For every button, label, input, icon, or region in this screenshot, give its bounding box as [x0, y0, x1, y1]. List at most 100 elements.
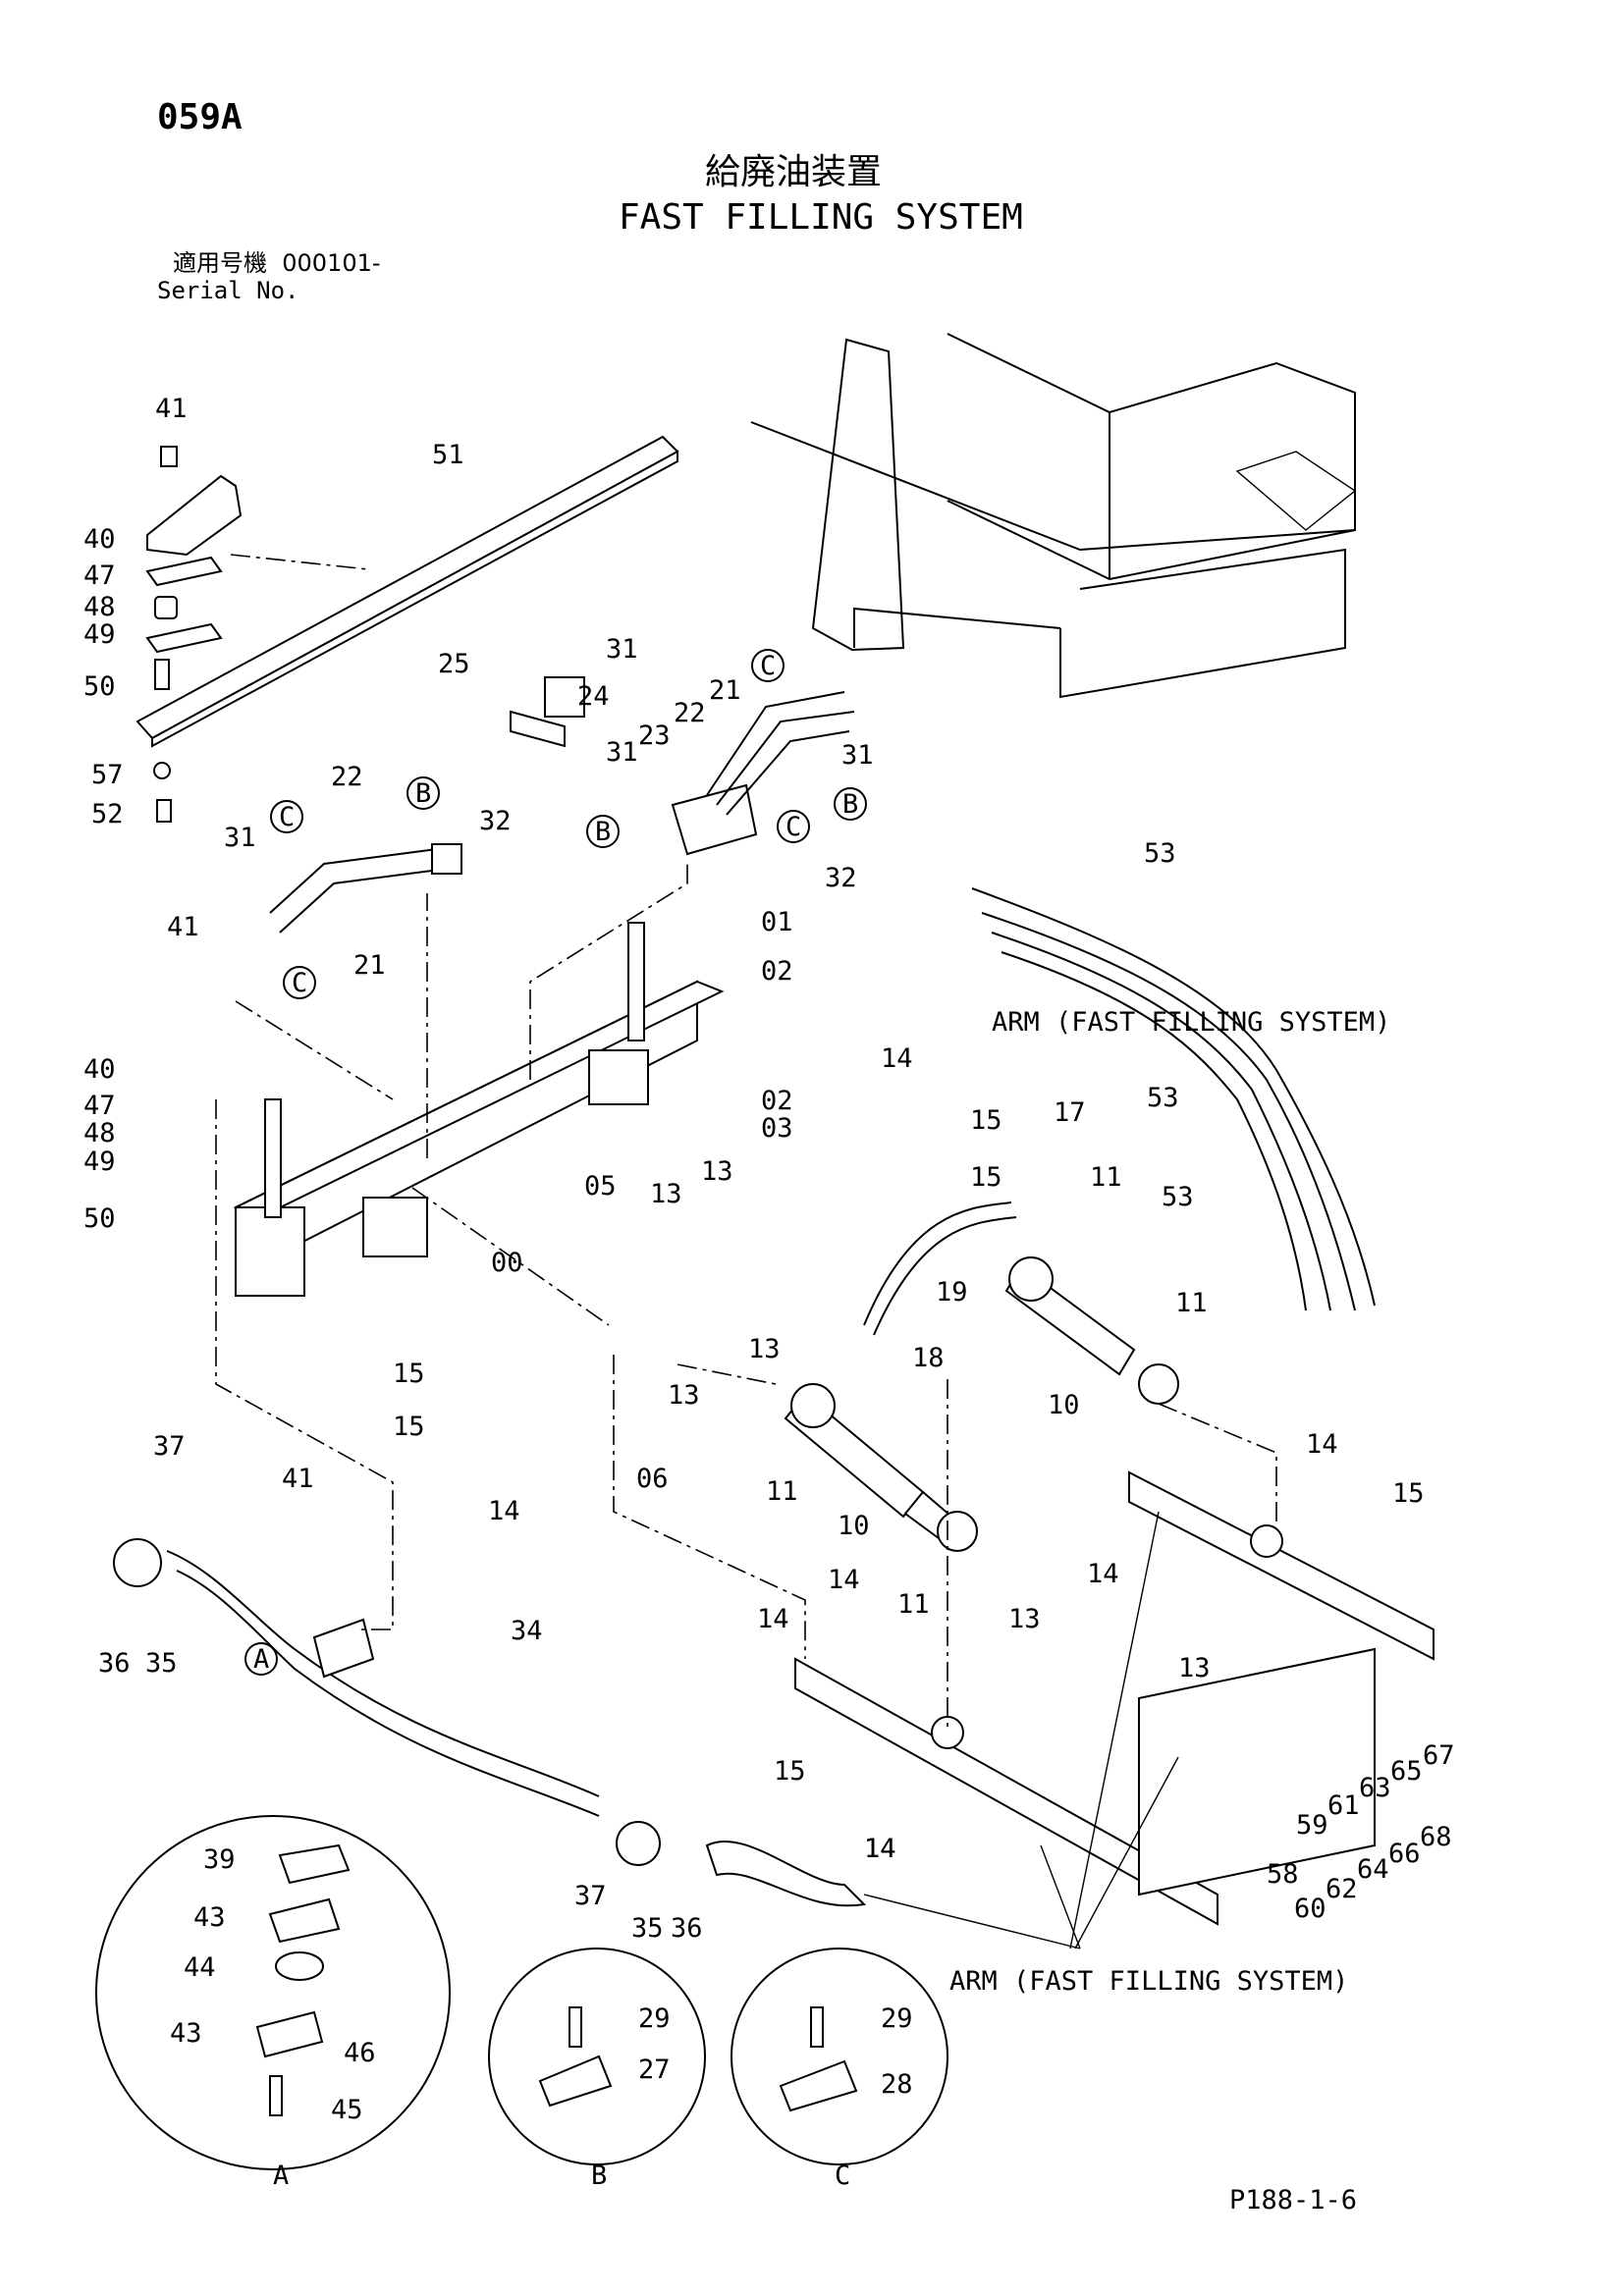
callout-39: 39 [203, 1844, 236, 1875]
callout-15: 15 [1392, 1478, 1425, 1509]
serial-number-value: 000101- [282, 249, 381, 277]
callout-11: 11 [1175, 1288, 1208, 1318]
page-reference: P188-1-6 [1229, 2185, 1358, 2216]
callout-44: 44 [184, 1952, 216, 1983]
callout-15: 15 [393, 1359, 425, 1389]
callout-02: 02 [761, 1086, 793, 1116]
callout-25: 25 [438, 649, 470, 679]
reference-marker-c-2: C [283, 966, 316, 999]
reference-marker-a-1: A [244, 1642, 278, 1676]
callout-14: 14 [864, 1834, 896, 1864]
callout-43: 43 [170, 2018, 202, 2049]
callout-29: 29 [881, 2003, 913, 2034]
callout-14: 14 [488, 1496, 520, 1526]
callout-13: 13 [650, 1179, 682, 1209]
callout-10: 10 [1048, 1390, 1080, 1420]
detail-view-a [95, 1815, 451, 2170]
bracket-24 [510, 676, 585, 748]
callout-10: 10 [838, 1511, 870, 1541]
callout-14: 14 [828, 1565, 860, 1595]
arm-frame-lower [794, 1470, 1435, 1926]
callout-13: 13 [1008, 1604, 1041, 1634]
callout-15: 15 [393, 1412, 425, 1442]
reference-marker-a-1-label: A [253, 1644, 269, 1675]
callout-18: 18 [912, 1343, 945, 1373]
callout-64: 64 [1357, 1854, 1389, 1885]
callout-00: 00 [491, 1248, 523, 1278]
page-title: FAST FILLING SYSTEM [619, 197, 1023, 238]
detail-view-c-label: C [835, 2161, 850, 2191]
callout-31: 31 [606, 634, 638, 665]
page-title-japanese: 給廃油装置 [705, 152, 883, 192]
callout-22: 22 [331, 762, 363, 792]
callout-52: 52 [91, 799, 124, 829]
callout-32: 32 [825, 863, 857, 893]
callout-23: 23 [638, 721, 671, 751]
callout-labels: 00 01 02 02 03 05 06 10 10 11 11 11 11 1… [83, 394, 1455, 2125]
detail-view-a-label: A [273, 2161, 289, 2191]
arm-label-lower: ARM (FAST FILLING SYSTEM) [949, 1966, 1348, 1997]
callout-01: 01 [761, 907, 793, 937]
callout-62: 62 [1326, 1874, 1358, 1904]
callout-28: 28 [881, 2069, 913, 2100]
callout-41: 41 [155, 394, 188, 424]
callout-49: 49 [83, 619, 116, 650]
valve-block-23 [671, 691, 855, 856]
callout-68: 68 [1420, 1822, 1452, 1852]
callout-14: 14 [881, 1043, 913, 1074]
callout-13: 13 [748, 1334, 781, 1364]
reference-marker-b-2: B [834, 787, 867, 821]
callout-67: 67 [1423, 1740, 1455, 1771]
callout-58: 58 [1267, 1859, 1299, 1890]
callout-29: 29 [638, 2003, 671, 2034]
callout-59: 59 [1296, 1810, 1328, 1841]
callout-15: 15 [970, 1105, 1002, 1136]
reference-marker-b-1: B [406, 776, 440, 810]
callout-41: 41 [167, 912, 199, 942]
callout-35: 35 [145, 1648, 178, 1679]
detail-view-b-label: B [591, 2161, 607, 2191]
serial-label-jp-text: 適用号機 [173, 249, 267, 277]
reference-marker-b-3: B [586, 815, 620, 848]
callout-35: 35 [631, 1913, 664, 1944]
serial-label-japanese: 適用号機 000101- [173, 251, 381, 275]
callout-13: 13 [1178, 1653, 1211, 1683]
reference-marker-b-2-label: B [842, 789, 858, 820]
callout-43: 43 [193, 1902, 226, 1933]
callout-02: 02 [761, 956, 793, 987]
callout-65: 65 [1390, 1756, 1423, 1787]
callout-36: 36 [671, 1913, 703, 1944]
callout-11: 11 [766, 1476, 798, 1507]
machine-body-outline [750, 333, 1357, 699]
callout-34: 34 [511, 1616, 543, 1646]
bracket-group-upper-left [145, 446, 243, 823]
callout-11: 11 [897, 1589, 930, 1620]
callout-50: 50 [83, 671, 116, 702]
callout-14: 14 [864, 1834, 896, 1864]
callout-11: 11 [1090, 1162, 1122, 1193]
serial-label-english: Serial No. [157, 277, 299, 304]
callout-05: 05 [584, 1171, 617, 1201]
reference-marker-b-3-label: B [595, 817, 611, 847]
callout-48: 48 [83, 592, 116, 622]
reference-marker-c-1-label: C [279, 802, 295, 832]
callout-13: 13 [668, 1380, 700, 1411]
callout-31: 31 [224, 823, 256, 853]
callout-31: 31 [841, 740, 874, 771]
hose-bundle-53 [971, 887, 1376, 1311]
main-frame-00 [233, 922, 725, 1297]
callout-22: 22 [674, 698, 706, 728]
callout-37: 37 [153, 1431, 186, 1462]
reference-marker-c-4-label: C [785, 812, 801, 842]
callout-53: 53 [1147, 1083, 1179, 1113]
callout-50: 50 [83, 1203, 116, 1234]
callout-61: 61 [1327, 1790, 1360, 1821]
callout-53: 53 [1144, 838, 1176, 869]
callout-63: 63 [1359, 1773, 1391, 1803]
leader-lines [215, 554, 1277, 1949]
cylinder-10-right [1004, 1256, 1179, 1405]
arm-label-upper: ARM (FAST FILLING SYSTEM) [992, 1007, 1390, 1038]
hose-assembly-left [269, 843, 462, 934]
reference-marker-c-1: C [270, 800, 303, 833]
hose-19 [863, 1201, 1017, 1336]
